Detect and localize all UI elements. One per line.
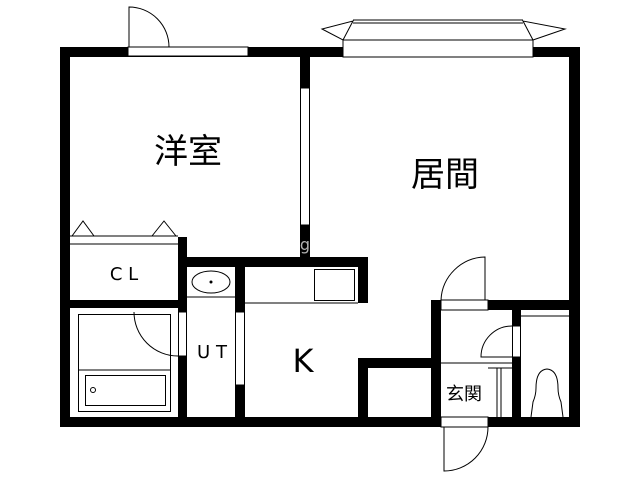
- label-kitchen: K: [293, 342, 315, 380]
- washroom: [187, 270, 235, 298]
- wash-basin: [191, 270, 231, 294]
- shoe-cabinet: [488, 362, 512, 417]
- label-living-room: 居間: [411, 155, 479, 195]
- kitchen-sink: [314, 269, 355, 301]
- living-window: [320, 19, 567, 58]
- bathtub: [78, 314, 171, 412]
- entrance-inner-door: [440, 256, 489, 311]
- bath-door: [133, 311, 187, 357]
- label-unit-bath: U T: [197, 342, 228, 363]
- toilet-room: [480, 315, 569, 418]
- label-closet: C L: [110, 264, 138, 285]
- bedroom-door: [127, 6, 249, 57]
- partition-wall: g: [300, 57, 310, 265]
- watermark: g: [300, 235, 310, 254]
- entrance-walls: [431, 300, 569, 427]
- closet: [70, 220, 187, 417]
- front-door: [440, 416, 489, 472]
- label-western-room: 洋室: [154, 132, 222, 172]
- label-entrance: 玄関: [446, 384, 482, 405]
- kitchen-walls: [187, 257, 431, 417]
- outer-walls: [60, 47, 580, 427]
- toilet-icon: [530, 368, 564, 418]
